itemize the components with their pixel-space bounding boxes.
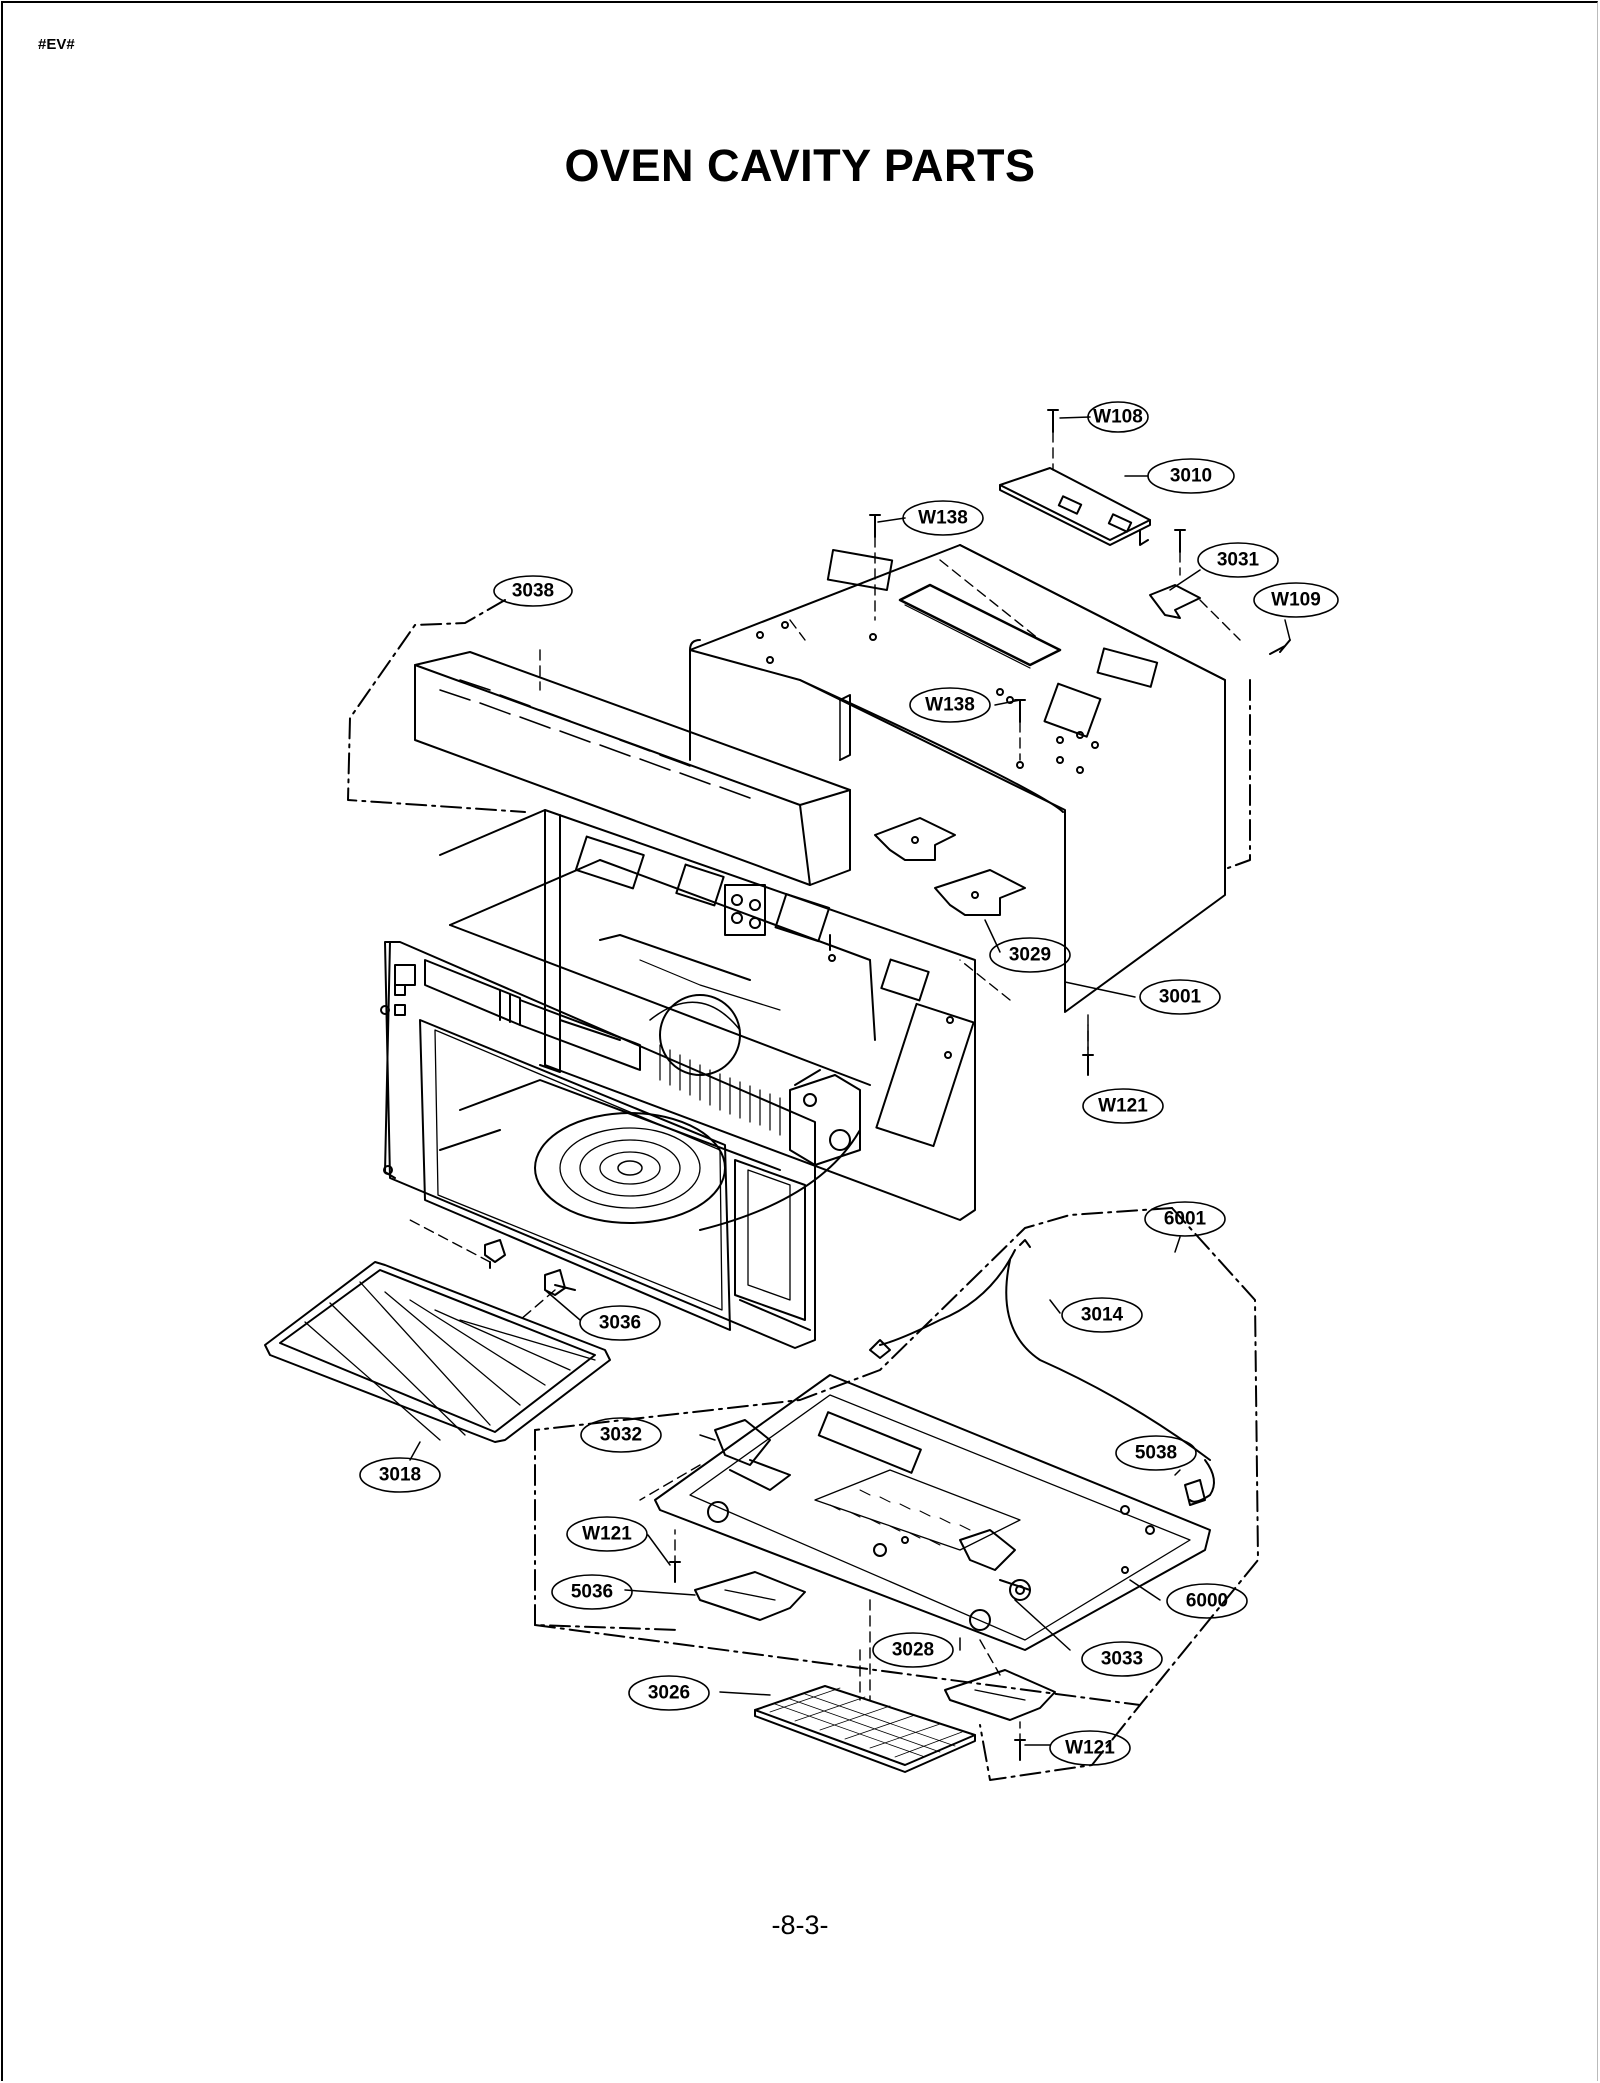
screws [669,409,1291,1761]
callout-label: 3014 [1081,1305,1124,1326]
bracket-3010 [999,467,1151,546]
latch-3029-a [874,817,956,861]
callout-label: 5036 [571,1582,613,1603]
callout-label: 3036 [599,1313,641,1334]
callout-label: W108 [1093,407,1143,428]
callout-label: 3038 [512,581,554,602]
holder-5036-b [944,1669,1056,1721]
callout-label: W121 [582,1524,632,1545]
dashed-guides [409,431,1241,1761]
callout-labels: W108 3010 W138 3031 W109 3038 W138 3029 … [379,407,1321,1759]
tray-3018 [264,1261,611,1443]
callout-label: 3028 [892,1640,934,1661]
callout-bubbles [359,401,1339,1766]
callout-label: W138 [918,508,968,529]
callout-label: W138 [925,695,975,716]
callout-label: 5038 [1135,1443,1177,1464]
base-plate-6000 [654,1374,1211,1651]
callout-label: 3010 [1170,466,1212,487]
assembly-outlines [347,599,1259,1781]
callout-label: 3031 [1217,550,1260,571]
page-code: #EV# [38,36,75,53]
connector-5038 [1184,1479,1206,1506]
outer-case-3001 [689,544,1226,1013]
front-frame [380,941,816,1349]
oven-cavity [439,809,976,1231]
page-number: -8-3- [771,1910,829,1940]
callout-label: 6001 [1164,1209,1207,1230]
callout-label: 3033 [1101,1649,1143,1670]
bracket-3031 [1149,584,1201,619]
callout-label: 3026 [648,1683,690,1704]
callout-label: 3029 [1009,945,1051,966]
latch-3029-b [934,869,1026,916]
callout-label: W109 [1271,590,1321,611]
callout-label: 3032 [600,1425,642,1446]
stirrer-parts-3036 [484,1239,576,1296]
callout-label: 6000 [1186,1591,1228,1612]
filter-3026 [754,1685,976,1773]
harness-3014 [869,1239,1215,1503]
callout-label: W121 [1098,1096,1148,1117]
callout-label: W121 [1065,1738,1115,1759]
page-title: OVEN CAVITY PARTS [564,140,1036,191]
callout-label: 3001 [1159,987,1202,1008]
vent-grille-3038 [414,651,851,886]
holder-5036-a [694,1571,806,1621]
callout-label: 3018 [379,1465,421,1486]
